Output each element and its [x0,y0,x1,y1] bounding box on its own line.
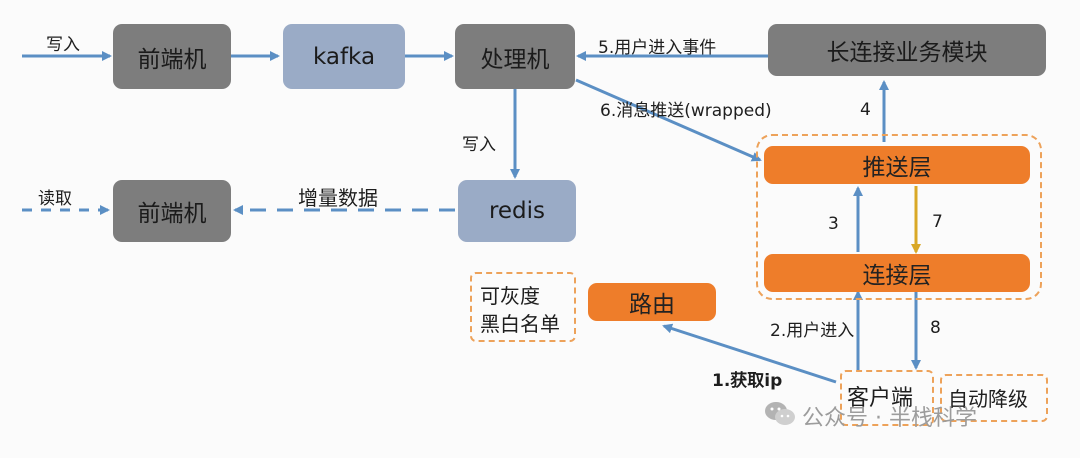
processor-node: 处理机 [455,24,575,89]
gray-list-box [470,272,576,342]
conn-layer-node: 连接层 [764,254,1030,292]
label-step4: 4 [860,100,871,120]
watermark-text: 公众号 · 半栈科学 [802,406,977,431]
label-msg-push: 6.消息推送(wrapped) [600,101,772,121]
kafka-node: kafka [283,24,405,89]
push-layer-node: 推送层 [764,146,1030,184]
frontend-node-bottom: 前端机 [113,180,231,242]
wechat-icon [765,402,795,425]
label-incremental-data: 增量数据 [298,186,378,210]
label-step8: 8 [930,318,941,338]
gray-list-line1: 可灰度 [480,284,540,308]
label-write-redis: 写入 [462,135,496,155]
label-step2: 2.用户进入 [770,321,855,341]
label-user-enter-event: 5.用户进入事件 [598,38,717,58]
label-step1: 1.获取ip [712,371,783,391]
auto-degrade-label: 自动降级 [948,387,1028,411]
client-box [840,370,934,426]
label-step3: 3 [828,214,839,234]
redis-node: redis [458,180,576,242]
edge-processor-push [575,78,762,162]
frontend-node-top: 前端机 [113,24,231,89]
long-conn-module-node: 长连接业务模块 [768,24,1046,76]
label-read: 读取 [38,189,72,209]
client-label: 客户端 [847,386,914,411]
layer-group-box [756,134,1042,300]
auto-degrade-box [940,374,1048,422]
router-node: 路由 [588,283,716,321]
gray-list-line2: 黑白名单 [480,312,560,336]
edge-step1 [662,323,837,384]
label-step7: 7 [932,212,943,232]
label-write-top: 写入 [46,35,80,55]
